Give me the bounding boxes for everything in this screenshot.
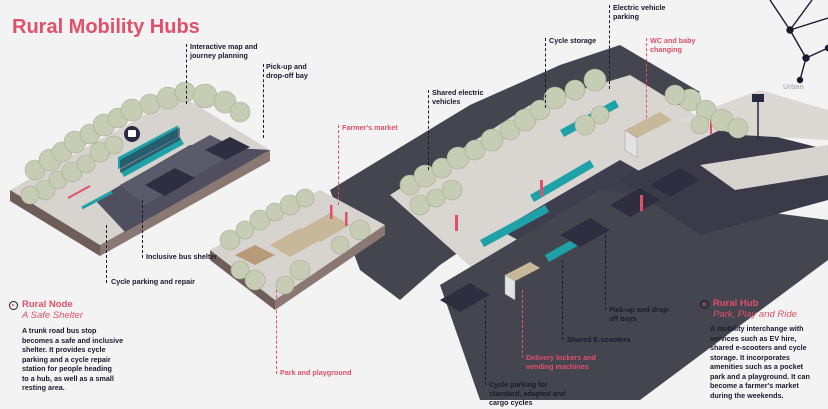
rural-hub-subtitle: Park, Play and Ride: [713, 309, 797, 320]
rural-hub-heading: Rural Hub Park, Play and Ride: [700, 298, 825, 320]
leader-line: [562, 260, 563, 340]
leader-line: [338, 125, 339, 205]
rural-node-description: A trunk road bus stop becomes a safe and…: [22, 326, 169, 393]
desc-line: storage. It incorporates: [710, 352, 790, 362]
desc-line: station for people heading: [22, 364, 112, 373]
park-island: [210, 188, 385, 310]
desc-line: to a hub, as well as a small: [22, 373, 114, 383]
rural-node-platform: [10, 95, 270, 256]
desc-line: services such as EV hire,: [710, 333, 797, 343]
label-park-playground: Park and playground: [280, 368, 352, 377]
label-line: cargo cycles: [489, 398, 533, 407]
node-trees: [20, 81, 251, 205]
leader-line: [186, 44, 187, 104]
rural-hub-title: Rural Hub: [713, 298, 759, 309]
desc-line: shared e-scooters and cycle: [710, 343, 807, 352]
label-ev-parking: Electric vehicle parking: [613, 3, 665, 21]
rural-hub-block: Rural Hub Park, Play and Ride A mobility…: [700, 298, 825, 400]
desc-line: parking and a cycle repair: [22, 354, 111, 364]
label-line: Interactive map and: [190, 42, 258, 51]
desc-line: amenities such as a pocket: [710, 362, 804, 371]
label-inclusive-bus-shelter: Inclusive bus shelter: [146, 252, 218, 261]
label-farmers-market: Farmer's market: [342, 123, 398, 132]
label-line: Delivery lockers and: [526, 353, 596, 362]
rural-node-block: Rural Node A Safe Shelter A trunk road b…: [9, 299, 169, 393]
rural-node-titles: Rural Node A Safe Shelter: [22, 299, 83, 321]
leader-line: [276, 290, 277, 374]
desc-line: shelter. It provides cycle: [22, 345, 106, 354]
label-line: off bays: [609, 314, 637, 323]
label-interactive-map: Interactive map and journey planning: [190, 42, 258, 60]
label-pickup-dropoff-bay: Pick-up and drop-off bay: [266, 62, 308, 80]
page-title: Rural Mobility Hubs: [12, 16, 200, 38]
label-line: drop-off bay: [266, 71, 308, 80]
leader-line: [609, 5, 610, 89]
label-line: parking: [613, 12, 639, 21]
rural-node-heading: Rural Node A Safe Shelter: [9, 299, 169, 321]
desc-line: park and a playground. It can: [710, 371, 810, 381]
label-cycle-parking-types: Cycle parking for standard, adapted and …: [489, 380, 566, 407]
node-marker-icon: [9, 301, 18, 310]
rural-node-title: Rural Node: [22, 299, 73, 310]
leader-line: [646, 38, 647, 118]
urban-network-graphic: [769, 0, 828, 84]
label-wc-baby-changing: WC and baby changing: [650, 36, 696, 54]
desc-line: resting area.: [22, 383, 65, 392]
label-line: journey planning: [190, 51, 248, 60]
desc-line: A trunk road bus stop: [22, 326, 97, 335]
desc-line: A mobility interchange with: [710, 324, 804, 333]
desc-line: become a farmer's market: [710, 381, 799, 390]
desc-line: becomes a safe and inclusive: [22, 335, 124, 345]
leader-line: [263, 64, 264, 138]
leader-line: [428, 90, 429, 170]
label-line: Electric vehicle: [613, 3, 666, 12]
label-line: Pick-up and drop-: [609, 305, 671, 314]
label-urban: Urban: [783, 82, 804, 91]
rural-hub-titles: Rural Hub Park, Play and Ride: [713, 298, 797, 320]
leader-line: [142, 200, 143, 258]
label-pickup-dropoff-bays: Pick-up and drop- off bays: [609, 305, 670, 323]
label-line: Cycle parking for: [489, 380, 548, 389]
label-cycle-storage: Cycle storage: [549, 36, 597, 45]
hub-trees: [399, 68, 749, 216]
label-shared-electric-vehicles: Shared electric vehicles: [432, 88, 484, 106]
label-line: vehicles: [432, 97, 461, 106]
label-line: changing: [650, 45, 682, 54]
label-line: Shared electric: [432, 88, 484, 97]
leader-line: [605, 230, 606, 310]
label-shared-escooters: Shared E-scooters: [567, 335, 631, 344]
rural-hub-description: A mobility interchange with services suc…: [710, 324, 825, 400]
label-line: WC and baby: [650, 36, 696, 45]
rural-node-subtitle: A Safe Shelter: [22, 310, 83, 321]
label-cycle-parking-repair: Cycle parking and repair: [111, 277, 195, 286]
hub-marker-icon: [700, 300, 709, 309]
leader-line: [545, 38, 546, 108]
label-line: vending machines: [526, 362, 589, 371]
leader-line: [485, 300, 486, 385]
label-line: standard, adapted and: [489, 389, 566, 398]
rural-hub-platform: [330, 45, 828, 400]
desc-line: during the weekends.: [710, 390, 784, 400]
leader-line: [522, 290, 523, 358]
label-delivery-lockers: Delivery lockers and vending machines: [526, 353, 596, 371]
label-line: Pick-up and: [266, 62, 307, 71]
leader-line: [106, 225, 107, 283]
